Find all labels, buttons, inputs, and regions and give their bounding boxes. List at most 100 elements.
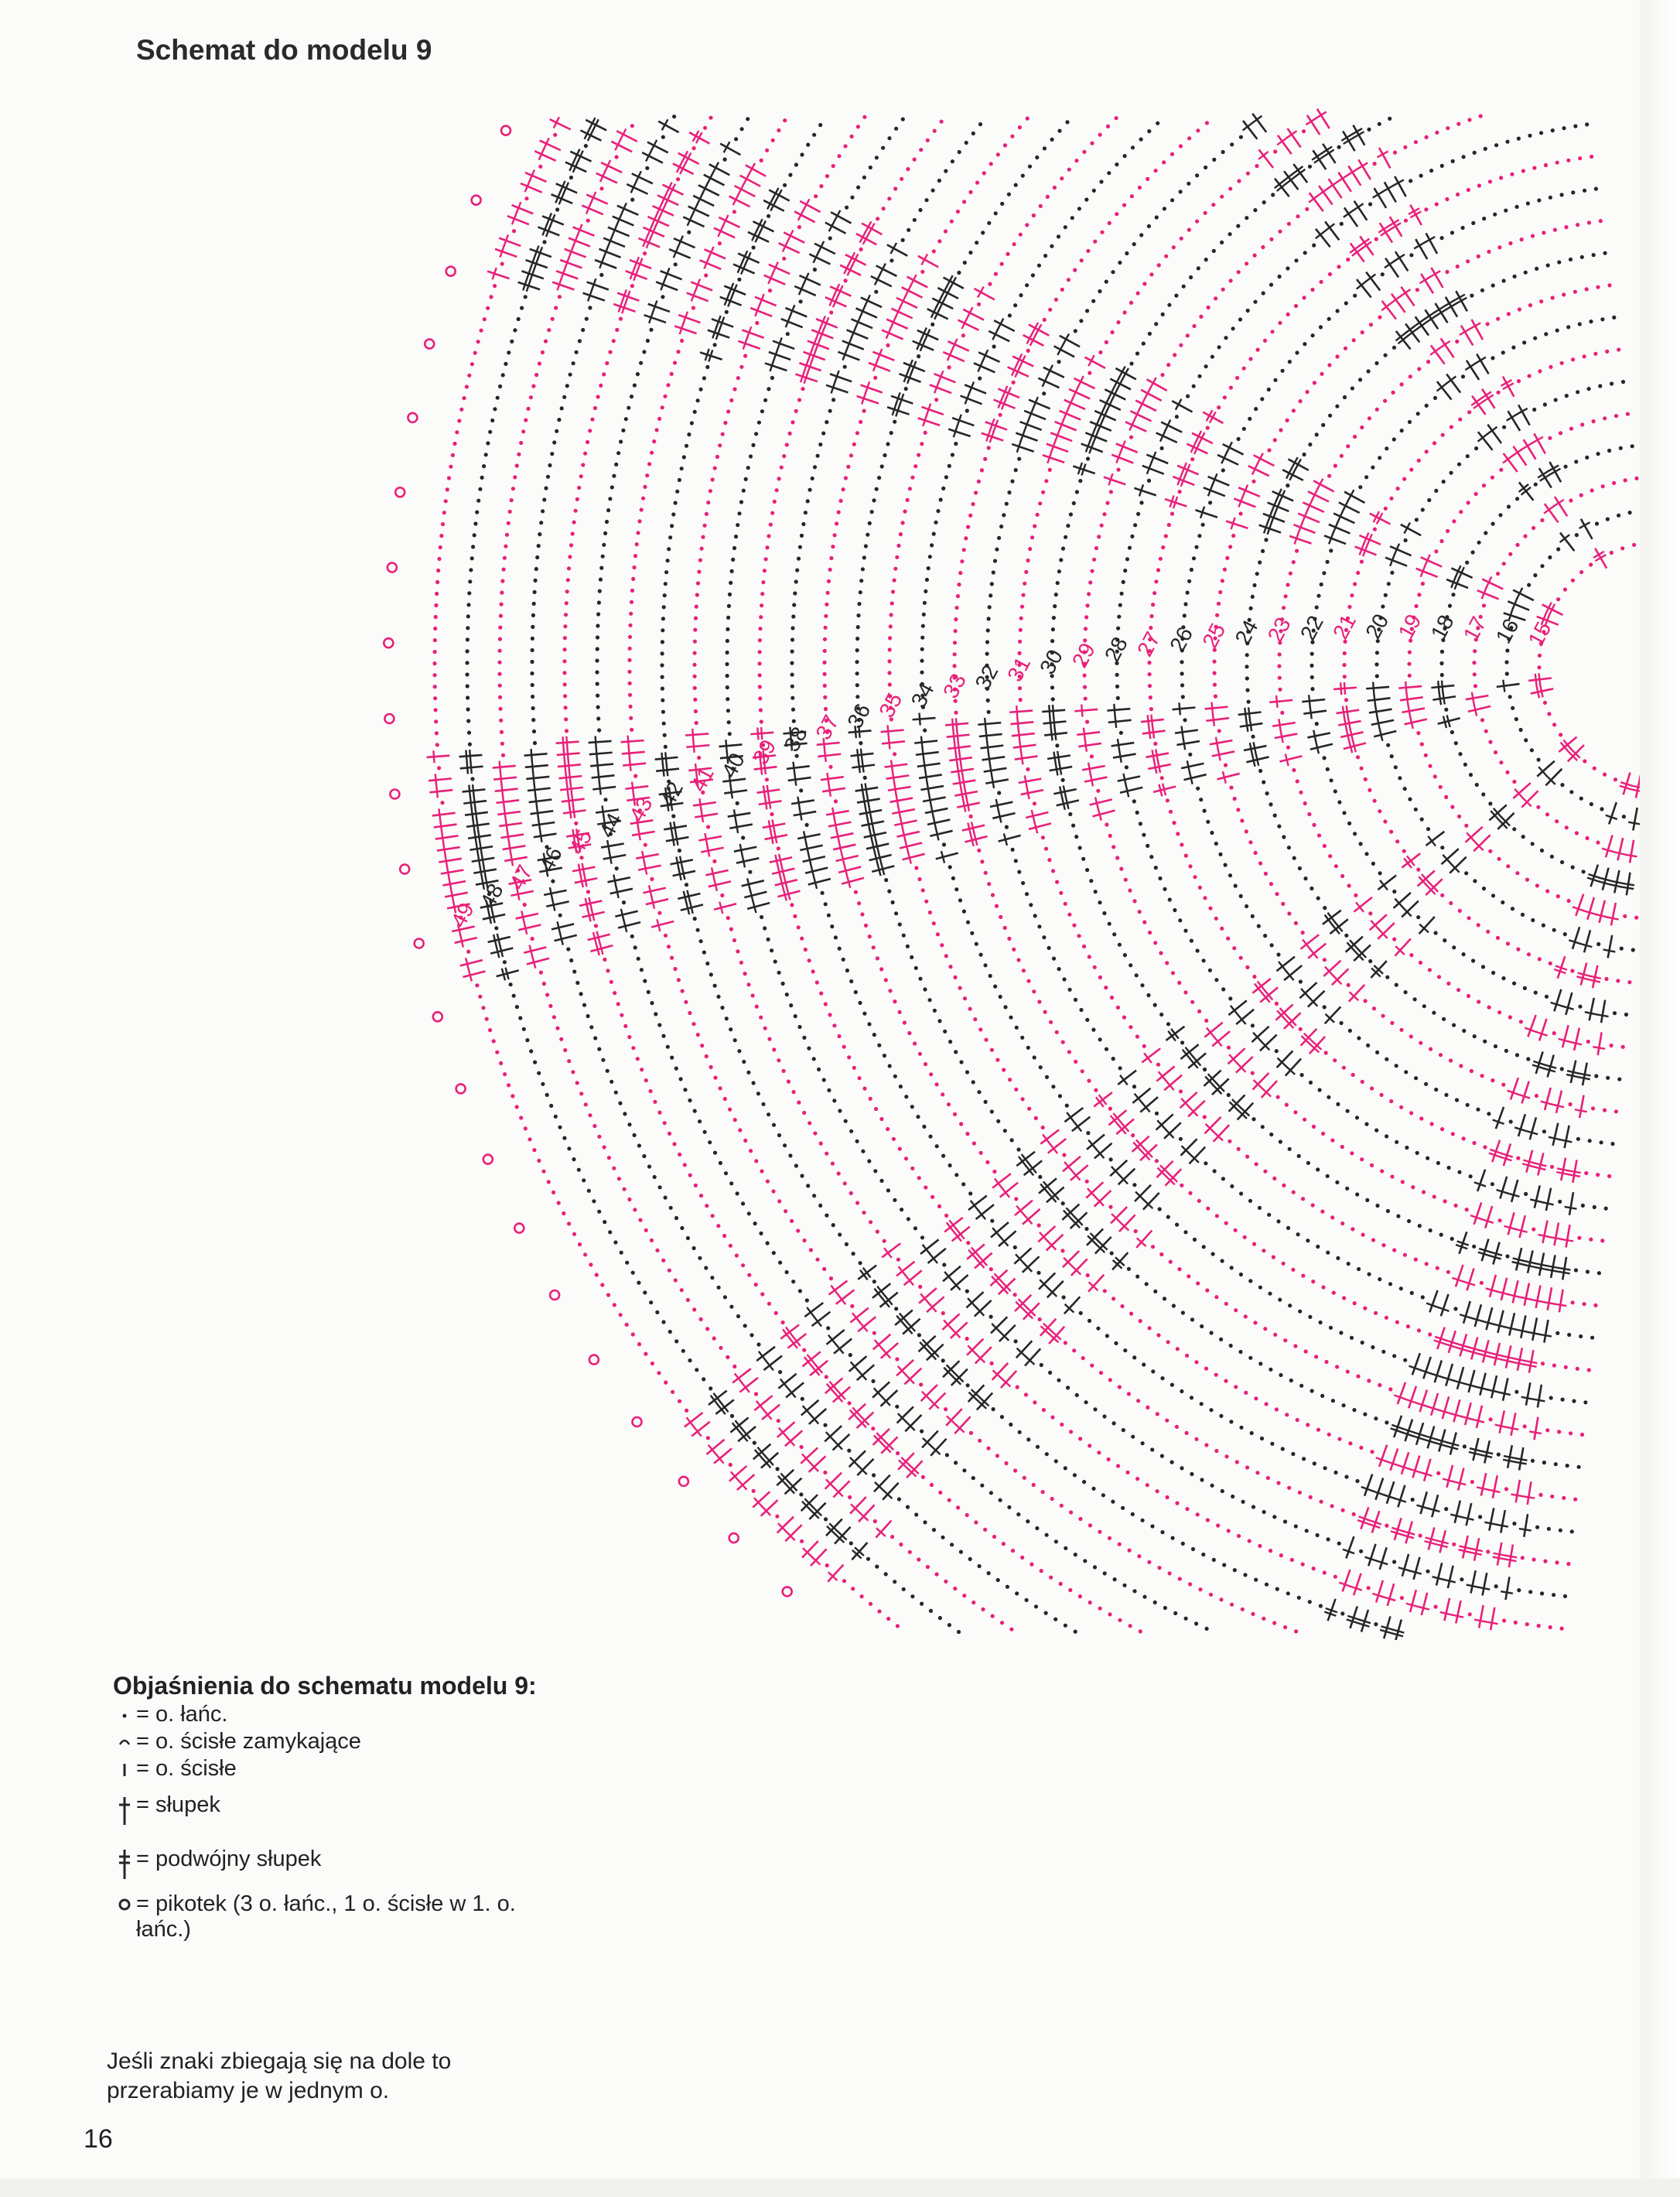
chain-dot — [1281, 1261, 1286, 1266]
chain-dot — [934, 1082, 939, 1087]
chain-dot — [1455, 264, 1460, 269]
chain-dot — [457, 419, 462, 423]
chain-dot — [800, 936, 804, 941]
chain-dot — [961, 548, 966, 552]
double-stitch-mark — [627, 793, 650, 806]
treble-stitch-mark — [1416, 870, 1436, 887]
double-stitch-mark — [1540, 1087, 1553, 1111]
chain-dot — [1111, 1057, 1115, 1061]
chain-dot — [1474, 782, 1479, 788]
chain-dot — [868, 165, 872, 170]
chain-dot — [843, 1119, 848, 1123]
double-stitch-mark — [1438, 1396, 1451, 1420]
chain-dot — [1474, 446, 1479, 451]
chain-dot — [1341, 1403, 1346, 1408]
chain-dot — [968, 1556, 972, 1561]
double-stitch-mark — [1125, 419, 1147, 432]
chain-dot — [1379, 1092, 1384, 1097]
double-stitch-mark — [1227, 1047, 1246, 1065]
chain-dot — [1234, 1308, 1238, 1313]
double-stitch-mark — [504, 853, 528, 866]
chain-dot — [923, 1520, 927, 1525]
chain-dot — [1384, 1315, 1388, 1320]
chain-dot — [1287, 911, 1292, 916]
chain-dot — [1508, 695, 1512, 699]
chain-dot — [1245, 688, 1250, 692]
chain-dot — [1204, 1366, 1209, 1371]
chain-dot — [1085, 1017, 1090, 1022]
chain-dot — [555, 1026, 560, 1030]
chain-dot — [868, 1601, 873, 1606]
double-stitch-mark — [1494, 1410, 1508, 1434]
chain-dot — [1221, 149, 1225, 155]
chain-dot — [1122, 203, 1127, 207]
chain-dot — [1057, 967, 1061, 972]
chain-dot — [965, 920, 971, 924]
chain-dot — [1497, 245, 1502, 250]
chain-dot — [1519, 237, 1524, 242]
chain-dot — [1619, 946, 1624, 951]
chain-dot — [1355, 1192, 1360, 1197]
treble-stitch-mark — [942, 275, 965, 289]
treble-stitch-mark — [1287, 456, 1310, 472]
chain-dot — [803, 947, 808, 952]
double-stitch-mark — [1015, 429, 1038, 442]
double-stitch-mark — [688, 763, 712, 777]
chain-dot — [904, 1095, 909, 1099]
double-stitch-mark — [1476, 1472, 1489, 1496]
chain-dot — [1300, 1562, 1305, 1567]
chain-dot — [1515, 542, 1520, 548]
chain-dot — [1261, 291, 1265, 296]
chain-dot — [1020, 1035, 1025, 1040]
chain-dot — [549, 1103, 554, 1108]
chain-dot — [1299, 1383, 1304, 1388]
treble-stitch-mark — [768, 187, 790, 202]
chain-dot — [1491, 970, 1496, 975]
chain-dot — [1353, 582, 1357, 586]
chain-dot — [1594, 521, 1600, 526]
double-stitch-mark — [832, 1480, 851, 1498]
chain-dot — [784, 993, 789, 997]
chain-dot — [1272, 1621, 1277, 1625]
chain-dot — [1548, 195, 1552, 200]
chain-dot — [1201, 1245, 1206, 1249]
chain-dot — [985, 698, 990, 703]
chain-dot — [1176, 832, 1180, 836]
chain-dot — [1335, 309, 1340, 313]
double-stitch-mark — [1402, 705, 1426, 718]
double-stitch-mark — [543, 887, 567, 900]
chain-dot — [921, 612, 926, 617]
treble-stitch-mark — [1423, 309, 1439, 330]
chain-dot — [760, 743, 766, 747]
chain-dot — [1019, 293, 1023, 298]
chain-dot — [689, 421, 695, 425]
double-stitch-mark — [647, 139, 669, 154]
chain-dot — [887, 682, 892, 687]
chain-dot — [1416, 867, 1421, 872]
chain-dot — [1440, 893, 1445, 897]
chain-dot — [1473, 491, 1478, 497]
chain-dot — [1398, 776, 1402, 781]
chain-dot — [1241, 1499, 1245, 1504]
picot-mark — [631, 1416, 643, 1428]
chain-dot — [1586, 1039, 1590, 1044]
chain-dot — [1154, 1111, 1159, 1116]
treble-stitch-mark — [1458, 1535, 1472, 1559]
chain-dot — [962, 996, 968, 1001]
chain-dot — [723, 421, 728, 425]
chain-dot — [1074, 490, 1079, 494]
treble-stitch-mark — [688, 130, 711, 145]
treble-stitch-mark — [1047, 750, 1070, 764]
chain-dot — [1343, 346, 1348, 350]
chain-dot — [1084, 197, 1089, 202]
chain-dot — [1339, 1331, 1344, 1335]
treble-stitch-mark — [490, 945, 514, 958]
chain-dot — [954, 1461, 958, 1465]
chain-dot — [1319, 582, 1323, 587]
chain-dot — [883, 1572, 888, 1577]
treble-stitch-mark — [1028, 322, 1050, 337]
double-stitch-mark — [1015, 1340, 1033, 1359]
double-stitch-mark — [599, 245, 621, 258]
chain-dot — [654, 1012, 658, 1016]
chain-dot — [1589, 319, 1593, 324]
